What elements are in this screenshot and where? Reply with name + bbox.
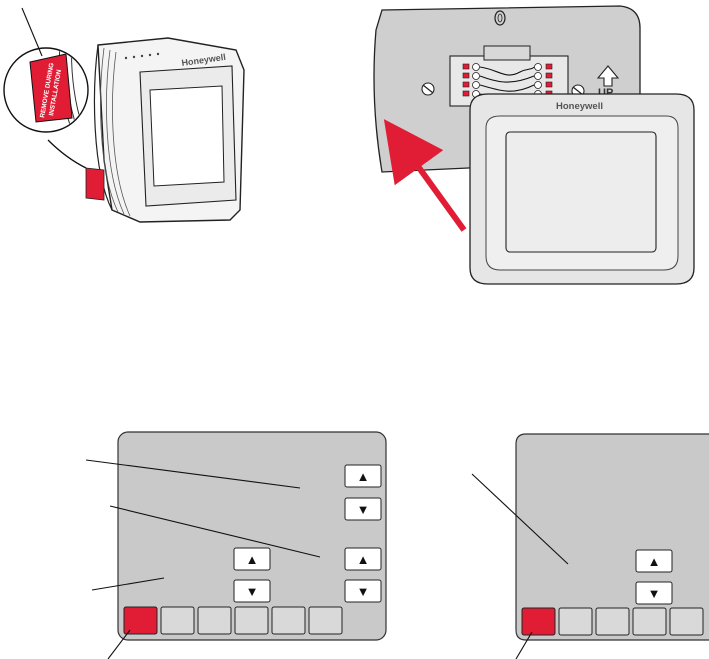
middle-down-button[interactable]: ▼ bbox=[233, 579, 271, 603]
down-arrow-icon: ▼ bbox=[648, 586, 661, 601]
leader-line-6 bbox=[515, 631, 533, 659]
mounting-screw-left bbox=[421, 82, 435, 96]
up-arrow-icon: ▲ bbox=[357, 469, 370, 484]
middle-up-button[interactable]: ▲ bbox=[233, 547, 271, 571]
right-bottom-button-2[interactable] bbox=[558, 607, 593, 636]
set-temp-down-button-bottom[interactable]: ▼ bbox=[344, 579, 382, 603]
set-temp-up-button-top[interactable]: ▲ bbox=[344, 464, 382, 488]
tag-magnifier: REMOVE DURING INSTALLATION bbox=[3, 47, 89, 133]
leader-line-1 bbox=[85, 459, 301, 489]
up-arrow-icon: ▲ bbox=[246, 552, 259, 567]
right-bottom-button-3[interactable] bbox=[595, 607, 630, 636]
leader-line-tag bbox=[21, 7, 43, 57]
right-down-button[interactable]: ▼ bbox=[635, 581, 673, 605]
leader-line-2 bbox=[109, 505, 321, 558]
install-direction-arrow bbox=[383, 119, 467, 232]
bottom-button-2[interactable] bbox=[160, 606, 195, 635]
right-up-button[interactable]: ▲ bbox=[635, 549, 673, 573]
set-temp-up-button-bottom[interactable]: ▲ bbox=[344, 547, 382, 571]
wallplate-assembly: UP Honeywell bbox=[373, 5, 695, 285]
up-arrow-icon: ▲ bbox=[648, 554, 661, 569]
right-bottom-button-1-highlighted[interactable] bbox=[521, 607, 556, 636]
bottom-button-4[interactable] bbox=[234, 606, 269, 635]
down-arrow-icon: ▼ bbox=[357, 502, 370, 517]
bottom-button-6[interactable] bbox=[308, 606, 343, 635]
bottom-button-3[interactable] bbox=[197, 606, 232, 635]
leader-line-4 bbox=[107, 629, 131, 659]
bottom-button-1-highlighted[interactable] bbox=[123, 606, 158, 635]
leader-line-5 bbox=[471, 473, 569, 565]
thermostat-display bbox=[505, 131, 657, 253]
up-arrow-icon: ▲ bbox=[357, 552, 370, 567]
down-arrow-icon: ▼ bbox=[357, 584, 370, 599]
set-temp-down-button-top[interactable]: ▼ bbox=[344, 497, 382, 521]
screen-panel-left bbox=[117, 431, 387, 641]
right-bottom-button-4[interactable] bbox=[632, 607, 667, 636]
thermostat-side-view: Honeywell bbox=[47, 37, 245, 223]
brand-logo-right: Honeywell bbox=[556, 101, 603, 112]
down-arrow-icon: ▼ bbox=[246, 584, 259, 599]
right-bottom-button-5[interactable] bbox=[669, 607, 704, 636]
leader-line-3 bbox=[91, 577, 165, 591]
touchscreen-right: ▲ ▼ bbox=[471, 433, 709, 659]
bottom-button-5[interactable] bbox=[271, 606, 306, 635]
touchscreen-left: ▲ ▼ ▲ ▼ ▲ ▼ bbox=[85, 431, 387, 659]
